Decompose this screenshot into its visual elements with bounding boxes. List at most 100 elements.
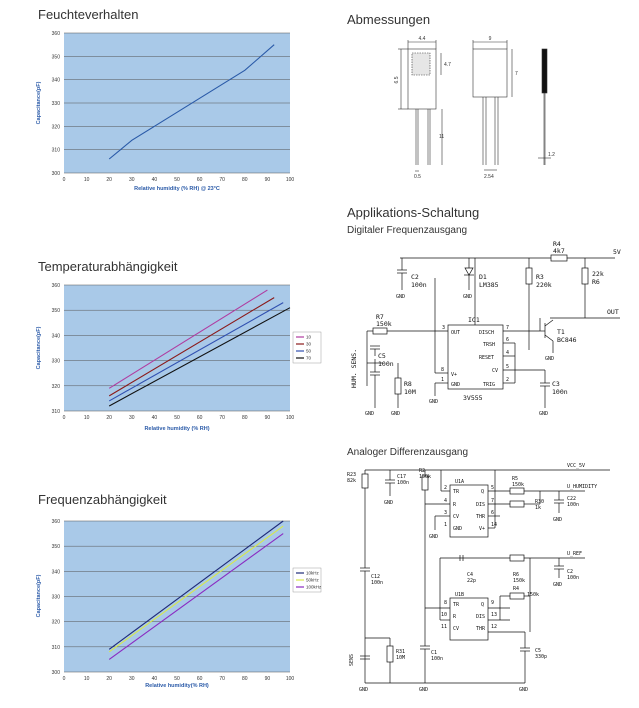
gnd-c17: GND xyxy=(384,500,393,506)
dim-body-height: 6.5 xyxy=(394,76,400,83)
x-tick-label: 70 xyxy=(219,177,225,183)
u1b-label: U1B xyxy=(455,592,464,598)
u1a-box xyxy=(449,484,489,538)
u1b-pin-12: 12 xyxy=(491,624,497,630)
plot-area xyxy=(64,285,290,411)
y-tick-label: 340 xyxy=(52,78,61,84)
pin-2: 2 xyxy=(506,377,509,383)
u1b-pin-dis: DIS xyxy=(476,614,485,620)
r6-label: R6 xyxy=(592,278,600,286)
gnd-r8: GND xyxy=(391,411,400,417)
r2-label: R2 xyxy=(419,468,425,474)
x-tick-label: 100 xyxy=(286,415,295,421)
r7-label: R7 xyxy=(376,313,384,321)
dim-width-front: 4.4 xyxy=(419,36,426,42)
y-tick-label: 340 xyxy=(52,569,61,575)
y-tick-label: 350 xyxy=(52,544,61,550)
u1a-pin-6: 6 xyxy=(491,510,494,516)
u1b-pin-q: Q xyxy=(481,602,484,608)
y-axis-label: Capacitance(pF) xyxy=(36,326,42,369)
pin-7: 7 xyxy=(506,325,509,331)
x-tick-label: 40 xyxy=(152,177,158,183)
title-frequenzabhaengigkeit: Frequenzabhängigkeit xyxy=(38,492,167,507)
c17-value: 100n xyxy=(397,480,409,486)
u1a-pin-thr: THR xyxy=(476,514,486,520)
u1a-pin-14: 14 xyxy=(491,522,497,528)
u1a-pin-4: 4 xyxy=(444,498,447,504)
series-line xyxy=(108,307,291,407)
legend-entry: 100kHz xyxy=(306,585,322,590)
c12-value: 100n xyxy=(371,580,383,586)
c12-label: C12 xyxy=(371,574,380,580)
u1b-pin-10: 10 xyxy=(441,612,447,618)
x-tick-label: 20 xyxy=(106,676,112,682)
series-line xyxy=(108,289,268,389)
u1a-pin-cv: CV xyxy=(453,514,459,520)
series-line xyxy=(108,302,284,402)
y-tick-label: 300 xyxy=(52,171,61,177)
gnd-sens: GND xyxy=(359,687,368,693)
x-tick-label: 100 xyxy=(286,177,295,183)
u1a-pin-5: 5 xyxy=(491,485,494,491)
u1b-box xyxy=(449,597,489,641)
title-abmessungen: Abmessungen xyxy=(347,12,431,27)
dim-element-height: 4.7 xyxy=(444,62,451,68)
r31-value: 10M xyxy=(396,655,405,661)
y-tick-label: 340 xyxy=(52,333,61,339)
c2-value: 100n xyxy=(567,575,579,581)
y-tick-label: 320 xyxy=(52,620,61,626)
schematic-analog: VCC_5V U_HUMIDITY U_REF R23 82k C17 100n… xyxy=(347,463,610,693)
r2-value: 150k xyxy=(419,474,431,480)
c22-value: 100n xyxy=(567,502,579,508)
title-feuchteverhalten: Feuchteverhalten xyxy=(38,7,139,22)
d1-value: LM385 xyxy=(479,281,499,289)
y-tick-label: 300 xyxy=(52,670,61,676)
gnd-t1: GND xyxy=(545,356,554,362)
series-line xyxy=(108,297,275,397)
u1b-pin-8: 8 xyxy=(444,600,447,606)
ic1-pin-out: OUT xyxy=(451,330,460,336)
x-tick-label: 0 xyxy=(63,415,66,421)
r23-label: R23 xyxy=(347,472,356,478)
ic1-pin-disch: DISCH xyxy=(479,330,494,336)
r6-value: 22k xyxy=(592,270,604,278)
x-tick-label: 70 xyxy=(219,415,225,421)
y-tick-label: 330 xyxy=(52,101,61,107)
x-tick-label: 50 xyxy=(174,676,180,682)
ic1-box xyxy=(447,324,504,390)
legend-entry: 70 xyxy=(306,356,312,361)
x-tick-label: 30 xyxy=(129,177,135,183)
x-axis-label: Relative humidity(% RH) xyxy=(145,683,209,689)
schematic-digital: IC1 OUT DISCH TRSH RESET CV V+ GND TRIG … xyxy=(350,240,621,417)
u-humidity-label: U_HUMIDITY xyxy=(567,484,597,490)
u1a-pin-r: R xyxy=(453,502,457,508)
u1b-pin-tr: TR xyxy=(453,602,460,608)
hum-sens-label: HUM. SENS. xyxy=(350,349,358,388)
u1a-pin-tr: TR xyxy=(453,489,460,495)
r6-label: R6 xyxy=(513,572,519,578)
subtitle-digital: Digitaler Frequenzausgang xyxy=(347,225,468,236)
r3-label: R3 xyxy=(536,273,544,281)
u1b-pin-r: R xyxy=(453,614,457,620)
vcc-label: VCC_5V xyxy=(567,463,585,469)
r7-value: 150k xyxy=(376,320,392,328)
c1-value: 100n xyxy=(431,656,443,662)
u1b-pin-cv: CV xyxy=(453,626,459,632)
x-tick-label: 0 xyxy=(63,676,66,682)
c22-label: C22 xyxy=(567,496,576,502)
r5-value: 150k xyxy=(512,482,524,488)
sensor-body-side xyxy=(472,48,508,98)
u1a-pin-1: 1 xyxy=(444,522,447,528)
u1a-label: U1A xyxy=(455,479,464,485)
x-tick-label: 100 xyxy=(286,676,295,682)
x-tick-label: 40 xyxy=(152,676,158,682)
pin-5: 5 xyxy=(506,364,509,370)
gnd-c2: GND xyxy=(553,582,562,588)
dim-width-side: 9 xyxy=(489,36,492,42)
c17-label: C17 xyxy=(397,474,406,480)
dim-lead-width: 0.5 xyxy=(414,174,421,180)
r30-label: R30 xyxy=(535,499,544,505)
c2-value: 100n xyxy=(411,281,427,289)
